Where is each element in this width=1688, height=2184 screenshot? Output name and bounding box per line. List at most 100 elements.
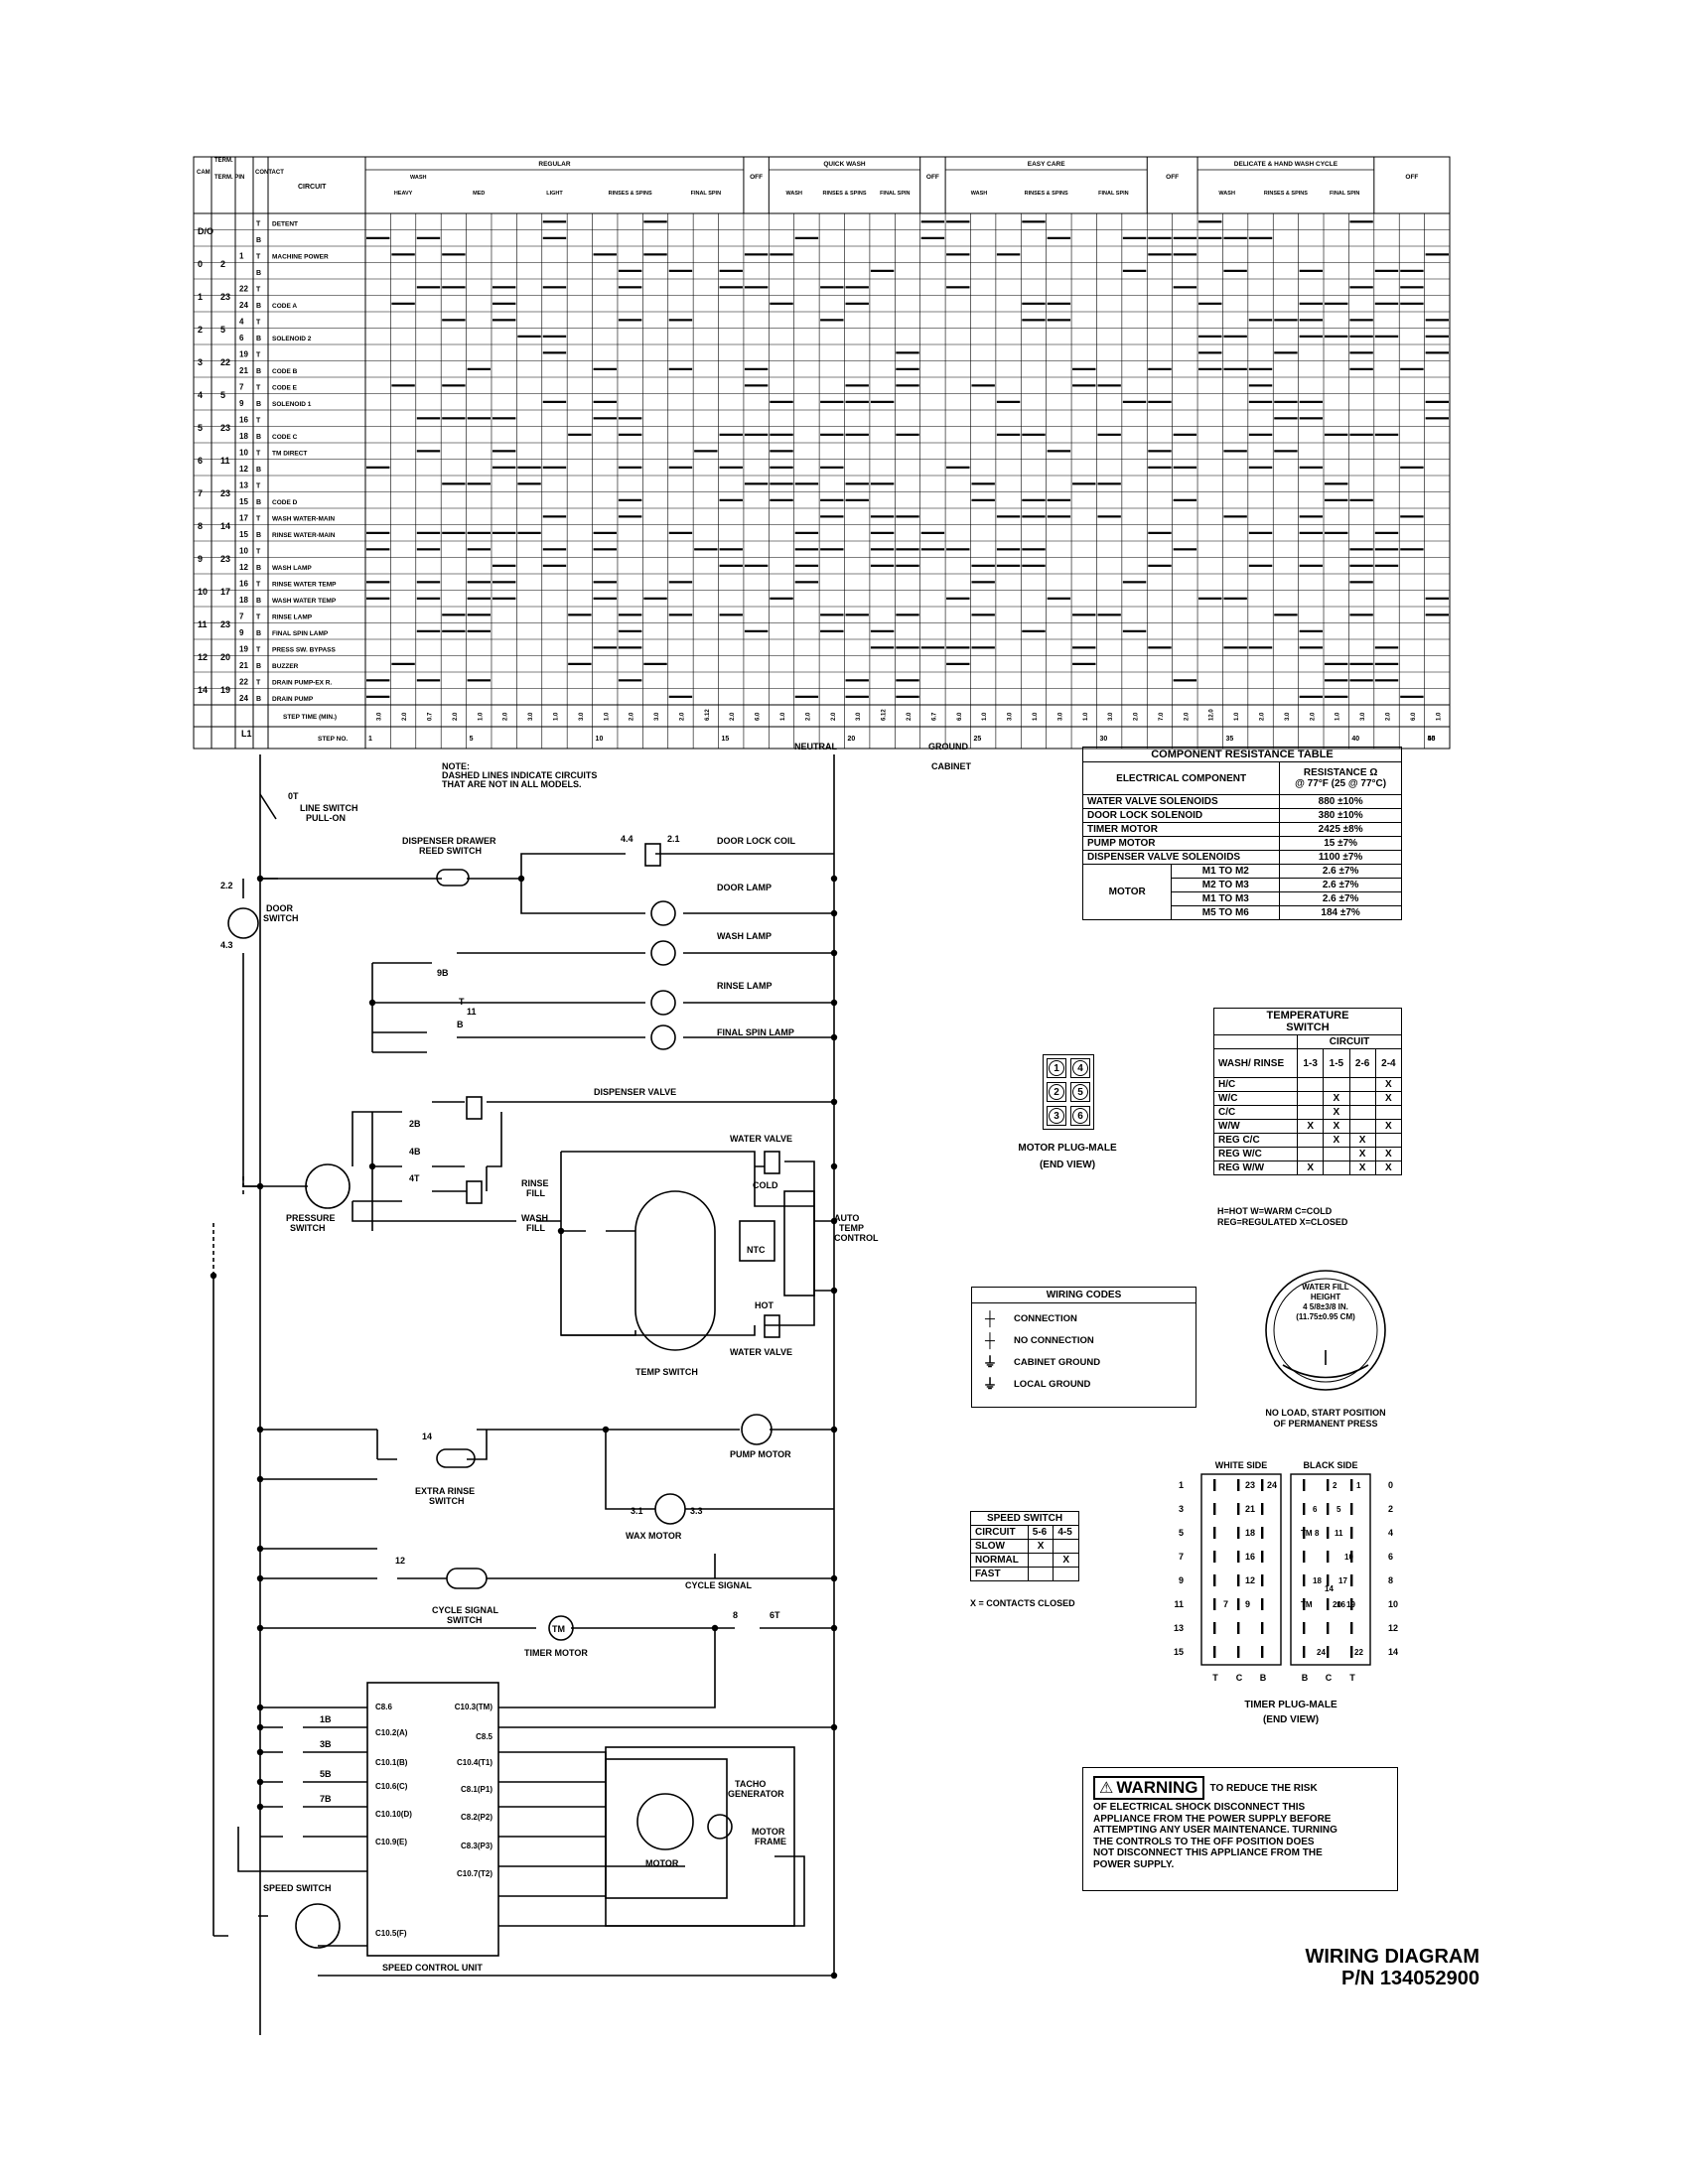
- contact-closed-bar: [870, 482, 895, 485]
- contact-closed-bar: [416, 286, 441, 289]
- contact-closed-bar: [1148, 450, 1172, 453]
- row-contact: B: [256, 336, 261, 342]
- motor-pins: M2 TO M3: [1171, 878, 1281, 892]
- junction-dot: [256, 1624, 264, 1632]
- contact-closed-bar: [1173, 679, 1197, 682]
- contact-closed-bar: [542, 548, 567, 551]
- row-cam: D/O: [198, 226, 213, 236]
- contact-closed-bar: [1325, 302, 1348, 305]
- step-time: 6.0: [957, 712, 963, 721]
- contact-closed-bar: [492, 450, 516, 453]
- timer-motor-label: TIMER MOTOR: [524, 1648, 588, 1658]
- contact-closed-bar: [845, 286, 869, 289]
- contact-closed-bar: [568, 433, 592, 436]
- junction-dot: [830, 1098, 838, 1106]
- pin-11: 11: [467, 1007, 477, 1017]
- motor-label: MOTOR: [645, 1858, 679, 1868]
- contact-closed-bar: [593, 367, 617, 370]
- motor-plug-pin: 4: [1070, 1058, 1090, 1078]
- timer-plug-pin: [1350, 1622, 1353, 1634]
- step-time: 1.0: [478, 712, 484, 721]
- step-number: 15: [722, 736, 730, 743]
- timer-plug-bottom-black: C: [1326, 1673, 1333, 1683]
- step-time: 2.0: [503, 712, 509, 721]
- section-title: EASY CARE: [1028, 161, 1065, 168]
- row-contact: T: [256, 647, 261, 654]
- motor-plug-caption: MOTOR PLUG-MALE (END VIEW): [998, 1140, 1137, 1173]
- pin-2b: 2B: [409, 1119, 421, 1129]
- tacho-label2: GENERATOR: [728, 1789, 784, 1799]
- timer-plug-pin: [1261, 1479, 1264, 1491]
- contact-closed-bar: [1374, 531, 1399, 534]
- motor-resistance: 2.6 ±7%: [1279, 864, 1402, 879]
- wiring-code-label: CONNECTION: [1014, 1312, 1077, 1324]
- water-fill-caption-2: OF PERMANENT PRESS: [1273, 1419, 1378, 1429]
- contact-closed-bar: [794, 564, 819, 567]
- temp-mark: X: [1374, 1119, 1403, 1134]
- step-number: 45: [1428, 736, 1436, 743]
- timer-plug-left-num: 15: [1174, 1647, 1184, 1657]
- temp-setting: REG W/C: [1212, 1147, 1299, 1161]
- contact-closed-bar: [870, 515, 895, 518]
- contact-closed-bar: [870, 629, 895, 632]
- contact-closed-bar: [719, 564, 743, 567]
- contact-closed-bar: [1022, 220, 1046, 223]
- contact-closed-bar: [1374, 564, 1399, 567]
- contact-closed-bar: [467, 417, 491, 420]
- contact-closed-bar: [1173, 548, 1197, 551]
- timer-plug-pin: [1303, 1503, 1306, 1515]
- junction-dot: [557, 1227, 565, 1235]
- line-switch-label: LINE SWITCH: [300, 803, 358, 813]
- header-contact: CONTACT: [255, 170, 284, 176]
- rinse-fill-label: RINSE: [521, 1178, 549, 1188]
- step-time: 1.0: [1033, 712, 1039, 721]
- scu-pin-left: C10.2(A): [375, 1728, 408, 1737]
- temp-mark: [1348, 1119, 1376, 1134]
- contact-closed-bar: [1047, 319, 1071, 322]
- contact-closed-bar: [744, 629, 769, 632]
- contact-closed-bar: [1374, 548, 1399, 551]
- timer-plug-pin: [1261, 1574, 1264, 1586]
- contact-closed-bar: [845, 400, 869, 403]
- row-circuit: SOLENOID 1: [272, 401, 312, 408]
- contact-closed-bar: [920, 646, 945, 649]
- row-pin: 19: [220, 685, 230, 695]
- temp-mark: X: [1323, 1091, 1350, 1106]
- contact-closed-bar: [1299, 646, 1324, 649]
- pin-33: 3.3: [690, 1506, 703, 1516]
- timer-plug-left-num: 3: [1179, 1504, 1184, 1514]
- contact-closed-bar: [618, 614, 642, 616]
- row-pin2: 21: [239, 661, 248, 670]
- contact-closed-bar: [618, 679, 642, 682]
- col-resistance-temp: @ 77°F (25 @ 77°C): [1295, 778, 1387, 789]
- step-time: 2.0: [679, 712, 685, 721]
- warning-box: ⚠ WARNING TO REDUCE THE RISK OF ELECTRIC…: [1082, 1767, 1398, 1891]
- contact-closed-bar: [1349, 548, 1373, 551]
- row-pin2: 16: [239, 580, 248, 589]
- contact-closed-bar: [1173, 236, 1197, 239]
- row-contact: B: [256, 270, 261, 277]
- water-fill-l3: 4 5/8±3/8 IN.: [1303, 1302, 1348, 1311]
- contact-closed-bar: [1248, 433, 1273, 436]
- contact-closed-bar: [1122, 269, 1147, 272]
- reed-switch-label: REED SWITCH: [419, 846, 482, 856]
- contact-closed-bar: [870, 400, 895, 403]
- contact-closed-bar: [744, 253, 769, 256]
- col-component: ELECTRICAL COMPONENT: [1081, 761, 1281, 795]
- contact-closed-bar: [794, 236, 819, 239]
- contact-closed-bar: [744, 286, 769, 289]
- rinse-fill-label2: FILL: [526, 1188, 545, 1198]
- pump-motor-label: PUMP MOTOR: [730, 1449, 791, 1459]
- contact-closed-bar: [1299, 302, 1324, 305]
- contact-closed-bar: [416, 450, 441, 453]
- contact-closed-bar: [492, 564, 516, 567]
- contact-closed-bar: [1047, 236, 1071, 239]
- contact-closed-bar: [366, 531, 390, 534]
- warning-badge: ⚠ WARNING: [1093, 1776, 1204, 1800]
- row-pin2: 18: [239, 596, 248, 605]
- cold-label: COLD: [753, 1180, 778, 1190]
- temp-mark: [1297, 1105, 1325, 1120]
- contact-closed-bar: [1349, 433, 1373, 436]
- temp-mark: [1323, 1160, 1350, 1175]
